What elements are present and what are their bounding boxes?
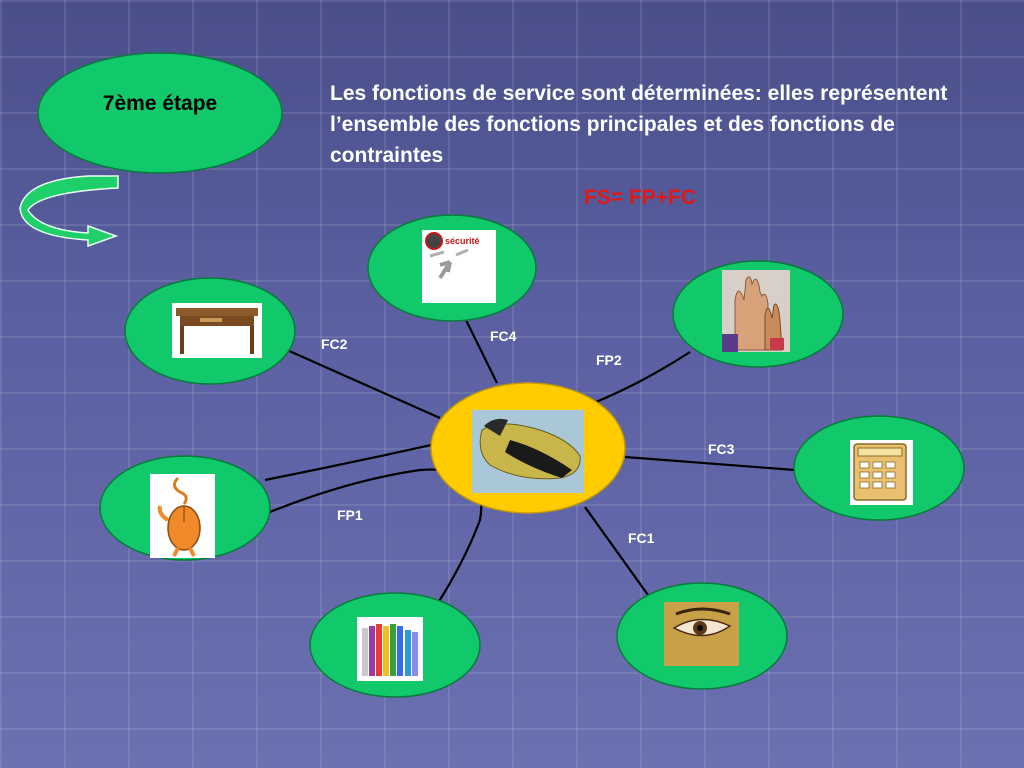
link-fp1 [269, 468, 483, 604]
link-fc1 [584, 506, 649, 596]
label-fc4: FC4 [490, 328, 517, 344]
raised-hands-icon [722, 270, 790, 352]
crayons-icon [357, 617, 423, 681]
formula-text: FS= FP+FC [583, 186, 697, 209]
label-fp1: FP1 [337, 507, 363, 523]
mouse-character-icon [150, 474, 215, 558]
link-fc4 [464, 317, 498, 384]
security-sign-icon [422, 230, 496, 303]
link-fc3 [624, 455, 796, 472]
wooden-table-icon [172, 303, 262, 358]
label-fc1: FC1 [628, 530, 655, 546]
calculator-icon [850, 440, 913, 505]
link-fc2 [286, 348, 441, 420]
label-fp2: FP2 [596, 352, 622, 368]
pencil-case-icon [472, 410, 584, 493]
step-node [37, 52, 283, 174]
label-fc3: FC3 [708, 441, 735, 457]
label-fc2: FC2 [321, 336, 348, 352]
description-text: Les fonctions de service sont déterminée… [330, 82, 948, 167]
security-sign-text: sécurité [445, 236, 480, 246]
curved-arrow-icon [19, 175, 119, 248]
step-label: 7ème étape [102, 92, 218, 115]
eye-icon [664, 602, 739, 666]
